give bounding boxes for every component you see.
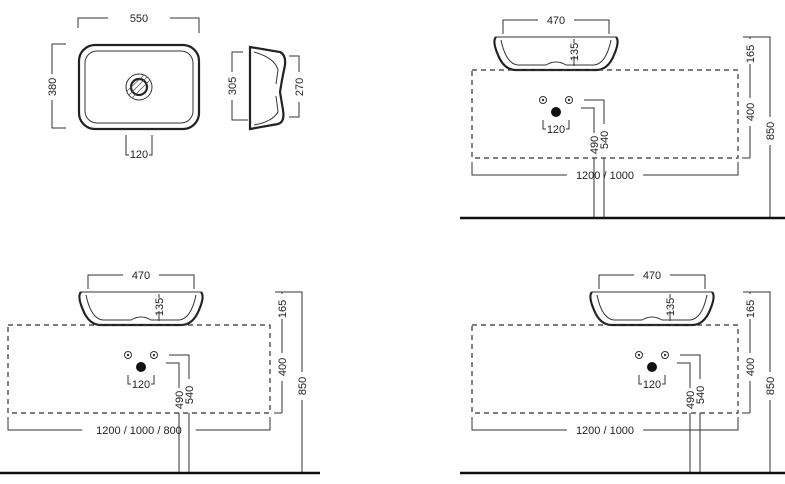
counter-widths-label: 1200 / 1000 — [576, 170, 634, 182]
basin-height-label: 135 — [665, 298, 677, 316]
supply-hole-center — [663, 353, 667, 357]
dim-line — [662, 375, 666, 385]
above-counter-label: 165 — [277, 300, 289, 318]
counter-widths-label: 1200 / 1000 / 800 — [96, 425, 182, 437]
dim-line — [151, 375, 155, 385]
basin-inner — [500, 39, 612, 66]
basin-outline — [493, 36, 619, 72]
basin-height-label: 135 — [154, 298, 166, 316]
dim-line — [743, 36, 771, 117]
countertop-outline — [471, 69, 739, 159]
basin-width-label: 470 — [643, 270, 661, 282]
total-height-label: 850 — [765, 122, 777, 140]
dim-line — [471, 417, 567, 431]
dim-line — [581, 107, 595, 133]
plan-drain-offset-label: 120 — [130, 149, 148, 161]
countertop-outline — [7, 324, 271, 414]
dim-line — [159, 274, 195, 289]
supply-hole — [539, 96, 547, 104]
supply-height-label: 540 — [184, 386, 196, 404]
counter-widths-label: 1200 / 1000 — [576, 425, 634, 437]
basin-inner — [85, 294, 197, 321]
dim-line — [680, 354, 701, 379]
total-height-label: 850 — [765, 377, 777, 395]
basin-outline — [78, 291, 204, 327]
side-view: 305 270 — [227, 45, 306, 131]
dim-line — [670, 274, 706, 289]
dim-line — [275, 291, 303, 372]
total-height-label: 850 — [297, 377, 309, 395]
dim-line — [87, 274, 123, 289]
basin-width-label: 470 — [132, 270, 150, 282]
hole-spacing-label: 120 — [132, 379, 150, 391]
dim-line — [166, 362, 180, 388]
dim-line — [677, 362, 691, 388]
dim-line — [195, 417, 271, 431]
countertop-outline — [471, 324, 739, 414]
dim-line — [471, 162, 567, 176]
above-counter-label: 165 — [745, 300, 757, 318]
dim-line — [643, 162, 739, 176]
supply-hole-center — [637, 353, 641, 357]
waste-outlet — [647, 362, 657, 372]
hole-spacing-label: 120 — [547, 124, 565, 136]
supply-hole — [661, 351, 669, 359]
dim-line — [502, 19, 538, 34]
plan-depth-label: 380 — [47, 78, 59, 96]
basin-outline — [589, 291, 715, 327]
dim-line — [643, 417, 739, 431]
waste-height-label: 490 — [685, 391, 697, 409]
supply-height-label: 540 — [599, 131, 611, 149]
supply-hole-center — [567, 98, 571, 102]
counter-height-label: 400 — [745, 358, 757, 376]
supply-hole — [635, 351, 643, 359]
plan-width-label: 550 — [130, 13, 148, 25]
supply-hole — [565, 96, 573, 104]
dim-line — [598, 274, 634, 289]
supply-hole-center — [126, 353, 130, 357]
basin-inner — [596, 294, 708, 321]
above-counter-label: 165 — [745, 45, 757, 63]
waste-height-label: 490 — [174, 391, 186, 409]
dim-line — [169, 354, 190, 379]
hole-spacing-label: 120 — [643, 379, 661, 391]
plan-view: 550 380 120 — [47, 13, 201, 161]
dim-line — [743, 291, 771, 372]
counter-height-label: 400 — [277, 358, 289, 376]
waste-height-label: 490 — [589, 136, 601, 154]
drain-hatch — [126, 74, 151, 99]
supply-hole-center — [152, 353, 156, 357]
dim-line — [7, 417, 83, 431]
waste-outlet — [551, 107, 561, 117]
dim-line — [584, 99, 605, 124]
supply-height-label: 540 — [695, 386, 707, 404]
dim-line — [638, 375, 642, 385]
dim-line — [574, 19, 610, 34]
supply-hole — [124, 351, 132, 359]
side-outer-height-label: 305 — [227, 77, 239, 95]
supply-hole-center — [541, 98, 545, 102]
waste-outlet — [136, 362, 146, 372]
basin-height-label: 135 — [569, 43, 581, 61]
basin-width-label: 470 — [547, 15, 565, 27]
dim-line — [127, 375, 131, 385]
dim-line — [566, 120, 570, 130]
supply-hole — [150, 351, 158, 359]
counter-height-label: 400 — [745, 103, 757, 121]
dim-line — [542, 120, 546, 130]
side-inner-height-label: 270 — [294, 78, 306, 96]
